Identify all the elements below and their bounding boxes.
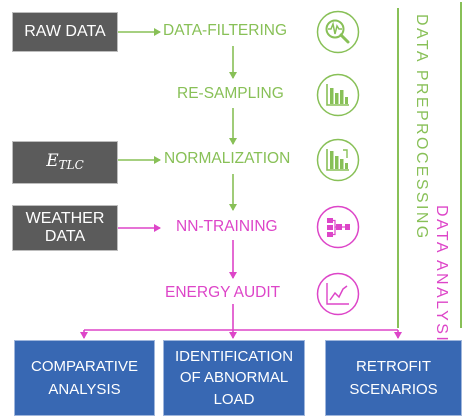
e-tlc-label: ETLC	[46, 151, 84, 173]
identification-line2: OF ABNORMAL	[179, 369, 289, 387]
retrofit-line1: RETROFIT	[356, 357, 431, 375]
line-chart-icon	[316, 272, 360, 316]
step-nn-training: NN-TRAINING	[176, 218, 278, 235]
weather-label-line2: DATA	[44, 228, 86, 245]
identification-line1: IDENTIFICATION	[174, 348, 294, 366]
e-tlc-box: ETLC	[12, 141, 118, 184]
identification-abnormal-load-box: IDENTIFICATION OF ABNORMAL LOAD	[163, 340, 305, 416]
network-nodes-icon	[316, 205, 360, 249]
retrofit-line2: SCENARIOS	[349, 381, 438, 398]
comparative-line2: ANALYSIS	[48, 381, 121, 398]
bar-chart-icon	[316, 73, 360, 117]
comparative-line1: COMPARATIVE	[31, 357, 138, 375]
step-energy-audit: ENERGY AUDIT	[165, 284, 281, 301]
step-data-filtering: DATA-FILTERING	[163, 22, 287, 39]
data-analysis-label: DATA ANALYSIS	[433, 205, 450, 357]
raw-data-box: RAW DATA	[12, 12, 118, 52]
raw-data-label: RAW DATA	[24, 22, 106, 40]
magnifier-waveform-icon	[316, 10, 360, 54]
step-re-sampling: RE-SAMPLING	[177, 85, 284, 102]
comparative-analysis-box: COMPARATIVE ANALYSIS	[14, 340, 155, 416]
identification-line3: LOAD	[213, 390, 255, 408]
weather-data-box: WEATHER DATA	[12, 205, 118, 251]
step-normalization: NORMALIZATION	[164, 150, 291, 167]
retrofit-scenarios-box: RETROFIT SCENARIOS	[325, 340, 462, 416]
bar-chart-bracket-icon	[316, 138, 360, 182]
data-preprocessing-label: DATA PREPROCESSING	[413, 14, 430, 241]
weather-label-line1: WEATHER	[25, 209, 105, 227]
